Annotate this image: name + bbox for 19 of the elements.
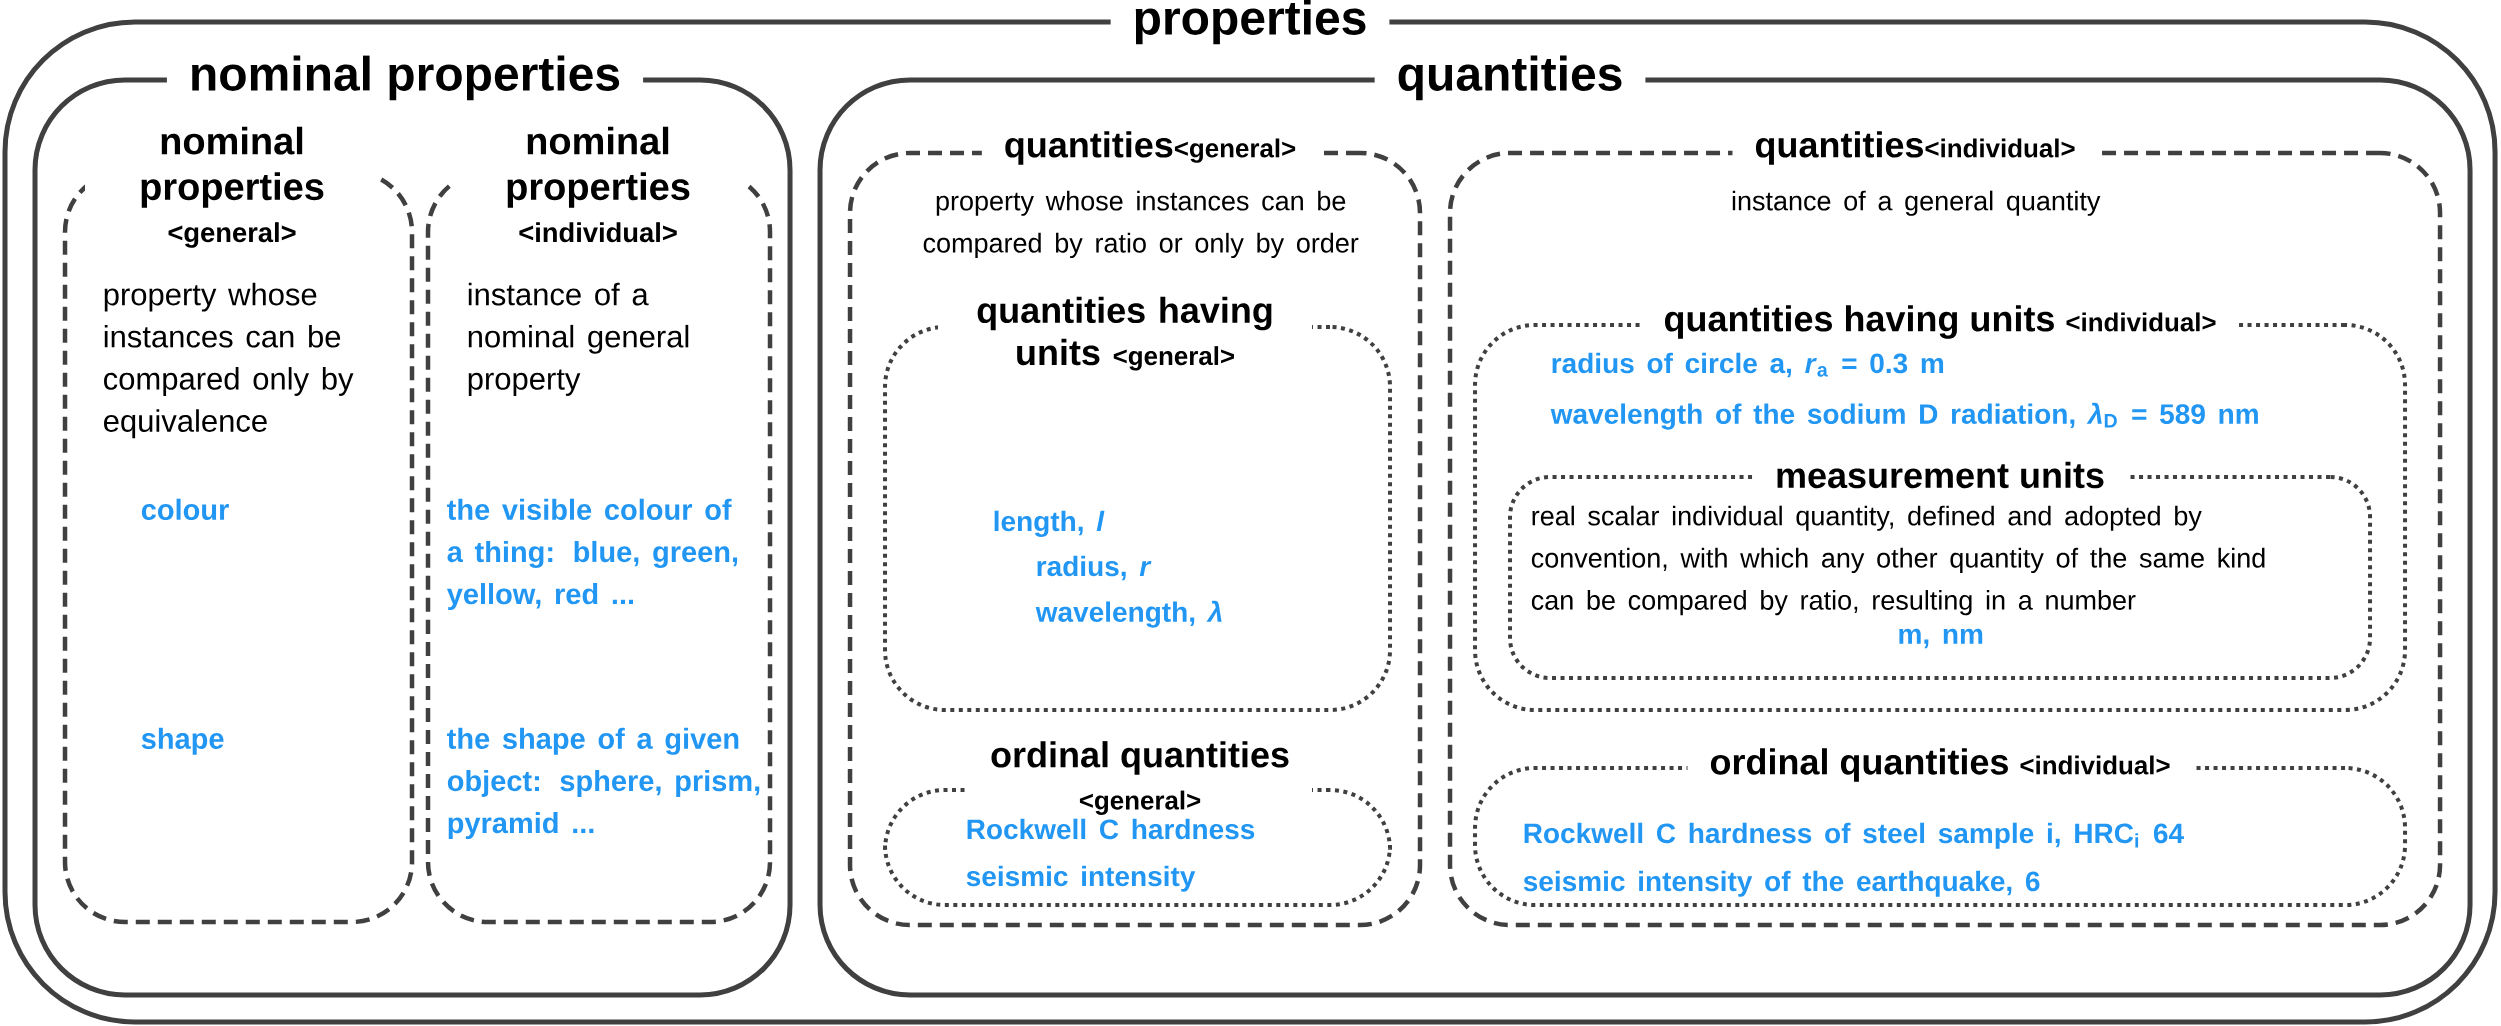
example-text: seismic intensity xyxy=(966,865,1196,892)
definition-text: real scalar individual quantity, defined and adopted by convention, with which any other quantity of the same kind can be compared by ratio, resulting in a number xyxy=(1531,505,2265,616)
example-text: m, nm xyxy=(1899,628,1983,649)
example-text: shape xyxy=(141,727,224,755)
definition-text: instance of a nominal general property xyxy=(468,282,689,396)
example-text: wavelength of the sodium D radiation, λ$_{D}$ = 589 nm xyxy=(1550,402,2258,430)
definition-text: property whose instances can be compared only by equivalence xyxy=(104,282,354,439)
example-text: Rockwell C hardness of steel sample i, HRC$_{i}$ 64 xyxy=(1524,822,2184,849)
example-text: radius of circle a, r$_{a}$ = 0.3 m xyxy=(1552,352,1944,378)
example-text: radius, r xyxy=(1037,555,1152,581)
example-text: the shape of a given object: sphere, prism, pyramid ... xyxy=(447,727,760,840)
definition-text: instance of a general quantity xyxy=(1732,190,2101,216)
example-text: wavelength, λ xyxy=(1035,600,1222,628)
definition-text: property whose instances can be compared by ratio or only by order xyxy=(923,190,1359,259)
example-text: length, l xyxy=(994,510,1105,537)
example-text: colour xyxy=(141,498,229,520)
example-text: seismic intensity of the earthquake, 6 xyxy=(1523,870,2040,897)
example-text: Rockwell C hardness xyxy=(967,818,1255,840)
example-text: the visible colour of a thing: blue, green, yellow, red ... xyxy=(446,498,738,611)
